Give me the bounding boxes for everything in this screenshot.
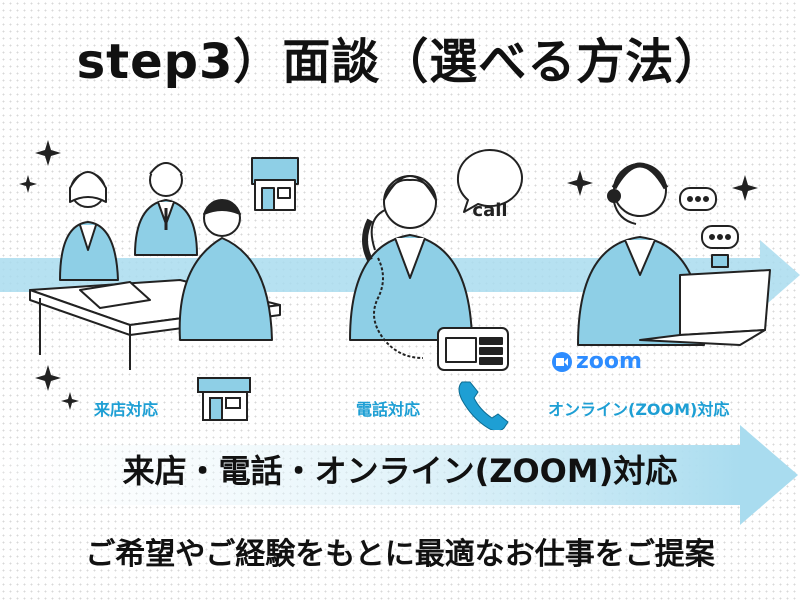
zoom-logo-text: zoom bbox=[576, 349, 642, 374]
store-visit-illustration bbox=[29, 157, 299, 370]
zoom-logo: zoom bbox=[552, 349, 642, 374]
call-bubble-text: call bbox=[472, 200, 507, 221]
phone-icon bbox=[458, 381, 509, 430]
video-camera-icon bbox=[552, 351, 572, 372]
illustration-scene: call bbox=[0, 130, 800, 430]
phone-label: 電話対応 bbox=[356, 400, 421, 419]
shop-icon bbox=[251, 157, 299, 211]
banner-text: 来店・電話・オンライン(ZOOM)対応 bbox=[122, 452, 678, 490]
scene-svg: call bbox=[0, 140, 800, 430]
phone-illustration: call bbox=[349, 149, 523, 371]
online-label: オンライン(ZOOM)対応 bbox=[548, 400, 730, 419]
online-illustration bbox=[577, 162, 771, 346]
shop-icon bbox=[197, 377, 251, 421]
store-visit-label: 来店対応 bbox=[94, 400, 159, 419]
footer-text: ご希望やご経験をもとに最適なお仕事をご提案 bbox=[85, 537, 715, 572]
banner-arrow bbox=[0, 425, 798, 525]
page-title: step3）面談（選べる方法） bbox=[76, 34, 724, 90]
sparkle-icon bbox=[19, 140, 758, 410]
